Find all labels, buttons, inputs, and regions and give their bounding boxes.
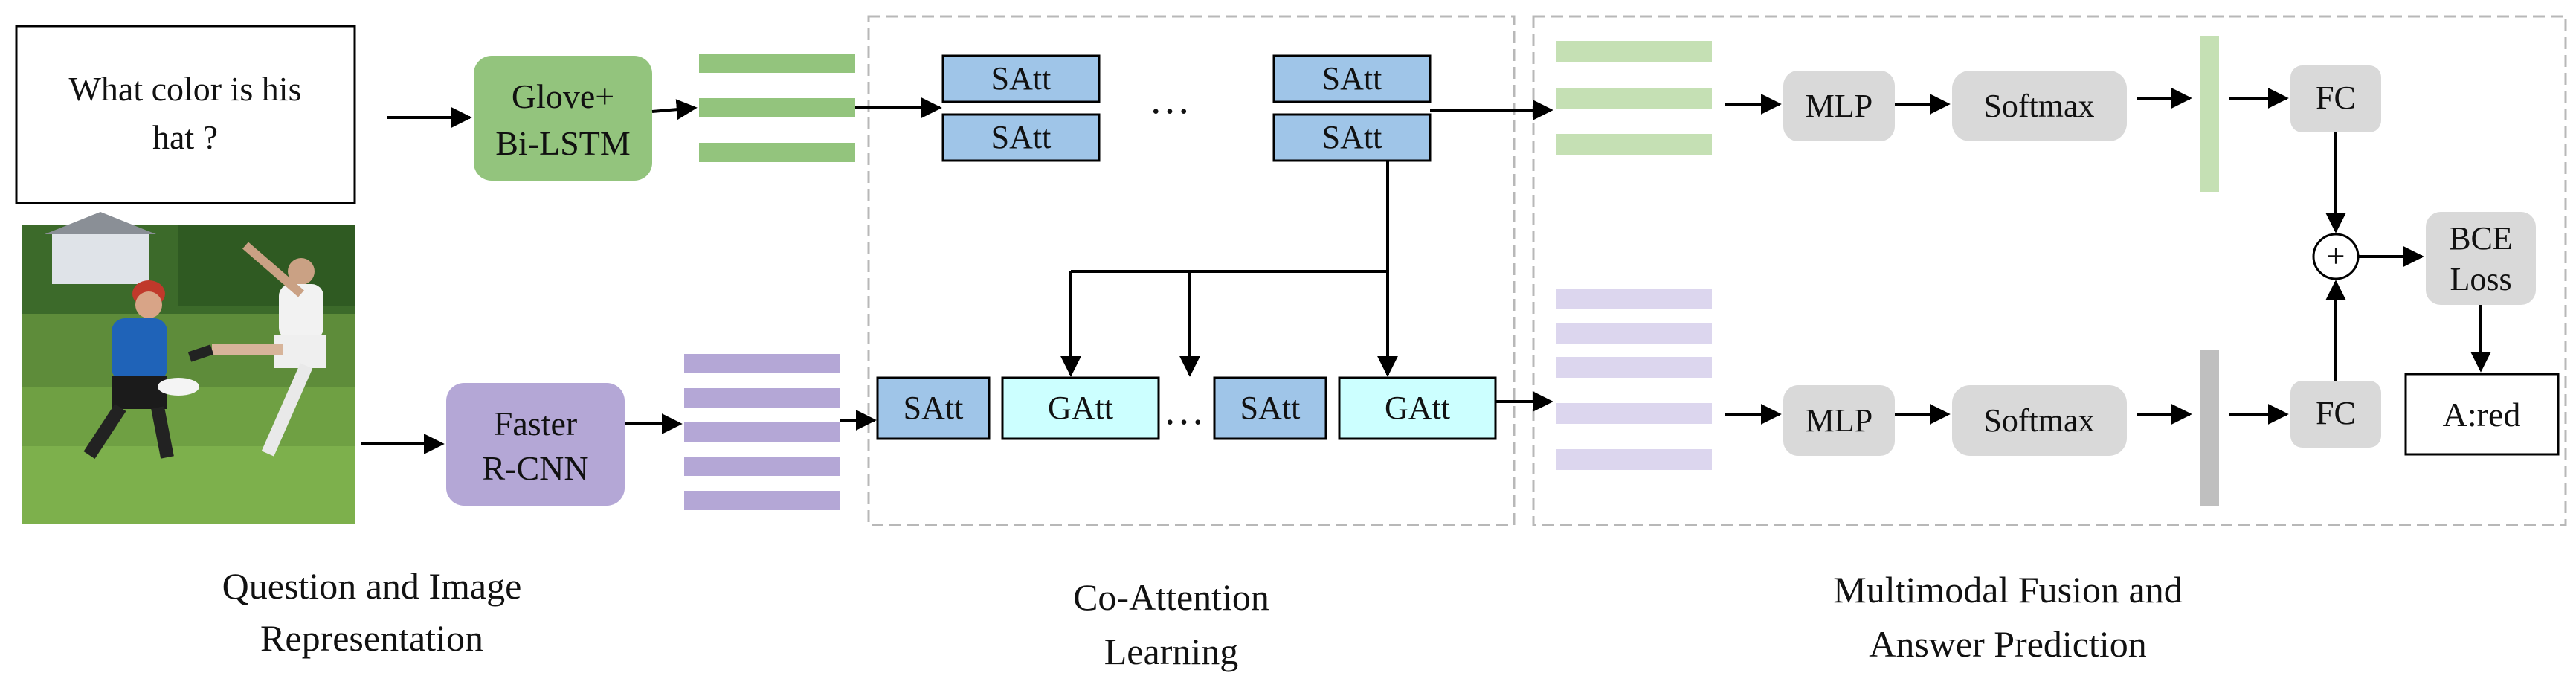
svg-text:SAtt: SAtt (991, 60, 1052, 97)
svg-text:BCE: BCE (2449, 220, 2513, 257)
svg-text:A:red: A:red (2443, 396, 2521, 434)
caption-middle-line1: Co-Attention (1073, 576, 1269, 618)
caption-left-line1: Question and Image (222, 565, 522, 607)
caption-right-line1: Multimodal Fusion and (1833, 569, 2182, 611)
svg-text:SAtt: SAtt (904, 390, 964, 426)
image-feature-bars (684, 354, 840, 510)
fc-block-top: FC (2290, 65, 2381, 132)
attention-weights-bar-top (2200, 36, 2219, 192)
satt-block-bottom-1: SAtt (876, 376, 991, 440)
mlp-block-bottom: MLP (1783, 385, 1895, 456)
bce-loss-block: BCE Loss (2426, 212, 2536, 305)
glove-bilstm-block (474, 56, 652, 181)
attention-weights-bar-bottom (2200, 350, 2219, 506)
svg-text:+: + (2327, 238, 2345, 274)
question-text-line1: What color is his (69, 70, 302, 108)
gatt-block-bottom-1: GAtt (1001, 376, 1160, 440)
satt-block-bottom-2: SAtt (1213, 376, 1327, 440)
fusion-frame (1532, 15, 2567, 526)
softmax-block-top: Softmax (1952, 71, 2127, 141)
ellipsis-top: … (1149, 77, 1191, 123)
faster-label: Faster (494, 405, 577, 442)
fused-question-bars (1556, 41, 1712, 155)
svg-text:GAtt: GAtt (1048, 390, 1113, 426)
softmax-block-bottom: Softmax (1952, 385, 2127, 456)
satt-block-top-2: SAtt (941, 113, 1101, 162)
flow-arrows (361, 88, 2491, 454)
question-text-line2: hat ? (152, 118, 218, 156)
svg-text:SAtt: SAtt (1240, 390, 1301, 426)
caption-right-line2: Answer Prediction (1869, 623, 2147, 665)
answer-box: A:red (2404, 373, 2560, 456)
svg-text:MLP: MLP (1806, 402, 1873, 439)
satt-block-top-4: SAtt (1272, 113, 1432, 162)
ellipsis-bottom: … (1163, 387, 1205, 434)
glove-label: Glove+ (512, 77, 614, 115)
svg-text:FC: FC (2316, 80, 2356, 116)
rcnn-label: R-CNN (482, 449, 588, 487)
question-feature-bars (699, 54, 855, 162)
faster-rcnn-block (446, 383, 625, 506)
mlp-block-top: MLP (1783, 71, 1895, 141)
svg-text:Loss: Loss (2450, 261, 2511, 297)
caption-left-line2: Representation (260, 617, 483, 659)
question-box (15, 25, 356, 204)
gatt-block-bottom-2: GAtt (1338, 376, 1497, 440)
input-image (22, 212, 355, 524)
fc-block-bottom: FC (2290, 381, 2381, 448)
svg-text:Softmax: Softmax (1983, 88, 2094, 124)
svg-text:SAtt: SAtt (991, 119, 1052, 155)
sum-node: + (2312, 233, 2360, 280)
caption-middle-line2: Learning (1104, 631, 1238, 672)
svg-text:FC: FC (2316, 395, 2356, 431)
coattention-frame (867, 15, 1516, 526)
bilstm-label: Bi-LSTM (495, 124, 630, 162)
satt-block-top-3: SAtt (1272, 54, 1432, 103)
satt-block-top-1: SAtt (941, 54, 1101, 103)
svg-text:MLP: MLP (1806, 88, 1873, 124)
fused-image-bars (1556, 289, 1712, 470)
svg-text:SAtt: SAtt (1322, 60, 1382, 97)
svg-text:SAtt: SAtt (1322, 119, 1382, 155)
svg-text:GAtt: GAtt (1385, 390, 1450, 426)
svg-text:Softmax: Softmax (1983, 402, 2094, 439)
